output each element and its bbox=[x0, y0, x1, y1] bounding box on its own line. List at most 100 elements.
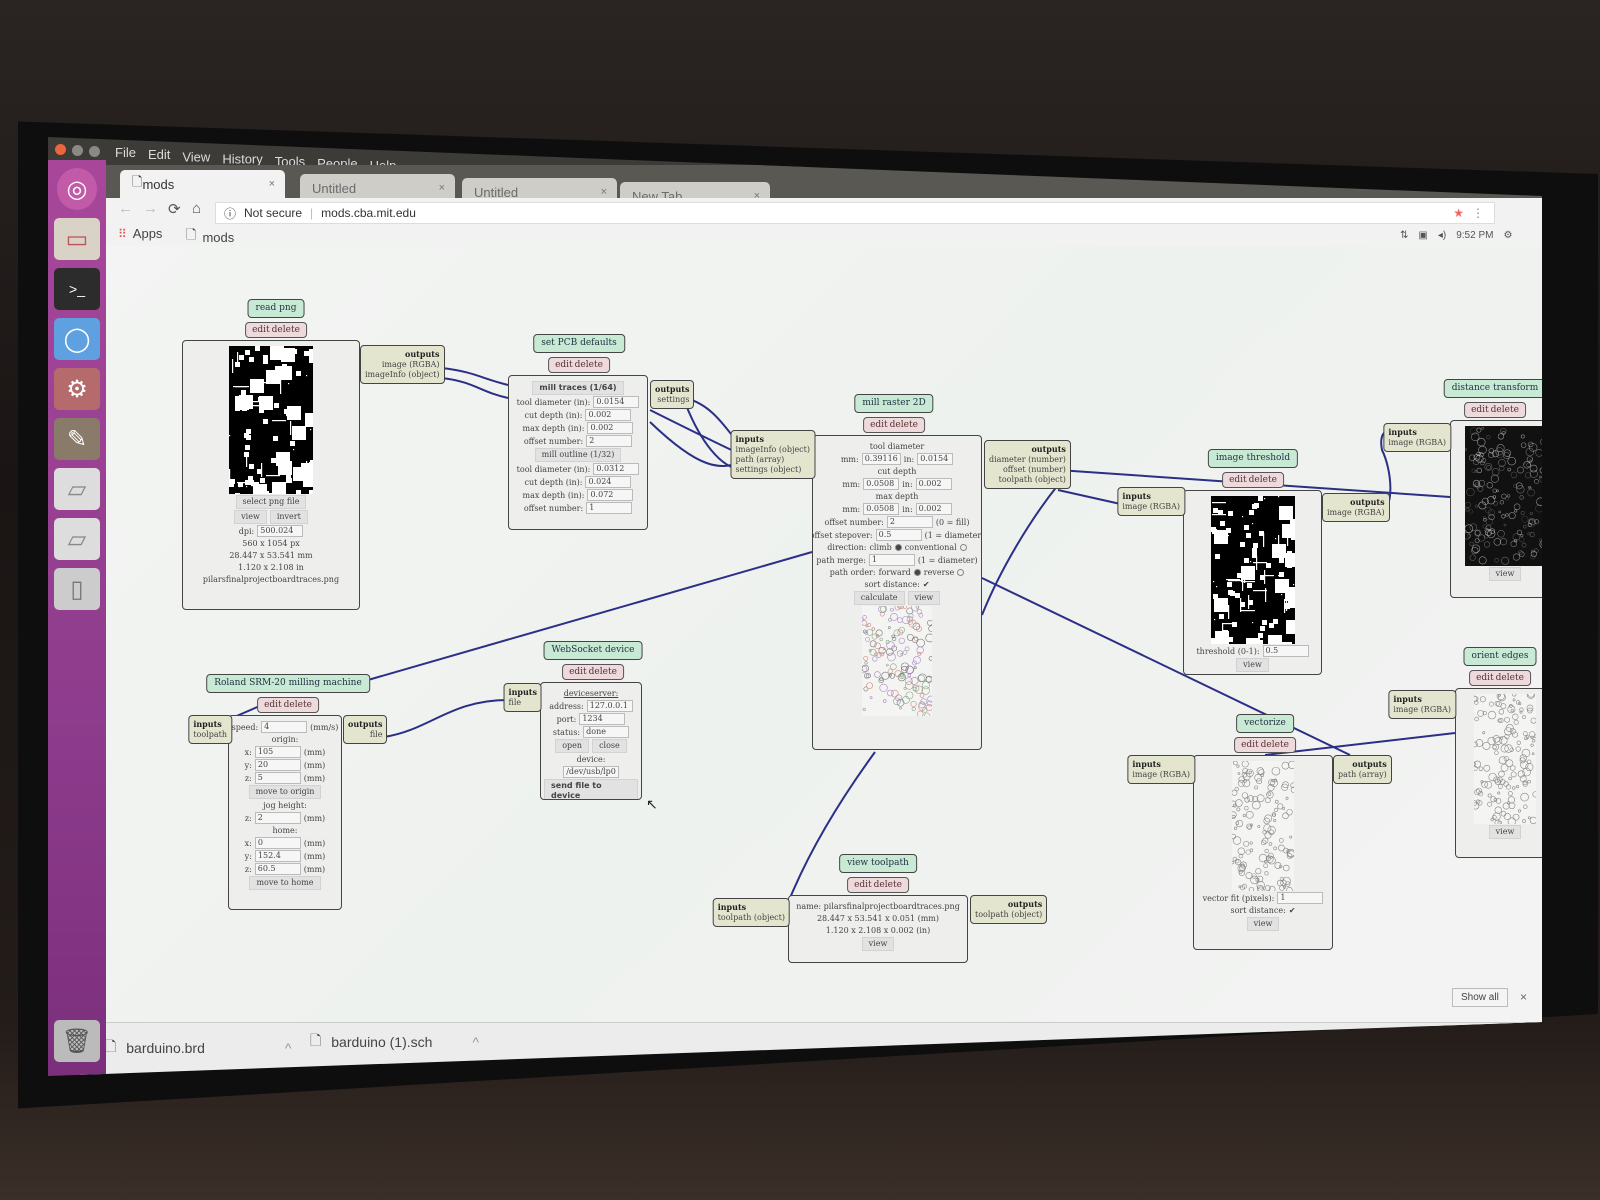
system-settings-icon[interactable]: ⚙ bbox=[54, 368, 100, 410]
module-title[interactable]: read png bbox=[247, 299, 305, 318]
delete-link[interactable]: delete bbox=[889, 420, 918, 430]
chevron-up-icon[interactable]: ^ bbox=[472, 1034, 480, 1050]
edit-link[interactable]: edit bbox=[1241, 740, 1259, 750]
delete-link[interactable]: delete bbox=[283, 700, 312, 710]
delete-link[interactable]: delete bbox=[1260, 740, 1289, 750]
address-bar[interactable]: ⓘ Not secure | mods.cba.mit.edu ★ ⋮ bbox=[215, 202, 1495, 224]
download-item[interactable]: 🗋 barduino.brd ^ bbox=[105, 1036, 291, 1060]
port-name[interactable]: settings (object) bbox=[735, 465, 802, 474]
port-name[interactable]: file bbox=[369, 730, 383, 739]
reload-icon[interactable]: ⟳ bbox=[168, 201, 181, 218]
dpi-input[interactable]: 500.024 bbox=[257, 525, 304, 537]
view-button[interactable]: view bbox=[1488, 567, 1522, 581]
delete-link[interactable]: delete bbox=[873, 880, 902, 890]
address-input[interactable]: 127.0.0.1 bbox=[586, 700, 633, 712]
terminal-icon[interactable]: >_ bbox=[54, 268, 100, 310]
keyboard-icon[interactable]: ▣ bbox=[1418, 230, 1428, 241]
connection-wire[interactable] bbox=[1057, 489, 1126, 506]
settings-gear-icon[interactable]: ⚙ bbox=[1503, 230, 1513, 241]
checkbox[interactable]: ✔ bbox=[1288, 906, 1296, 915]
port-name[interactable]: path (array) bbox=[1338, 770, 1387, 779]
trash-icon[interactable]: 🗑 bbox=[54, 1020, 100, 1062]
chromium-icon[interactable]: ◯ bbox=[54, 318, 100, 360]
threshold-0-1-input[interactable]: 0.5 bbox=[1262, 645, 1309, 657]
port-input[interactable]: 1234 bbox=[579, 713, 626, 725]
edit-link[interactable]: edit bbox=[1471, 405, 1489, 415]
edit-link[interactable]: edit bbox=[264, 700, 282, 710]
port-name[interactable]: toolpath (object) bbox=[975, 910, 1043, 919]
gimp-icon[interactable]: ✎ bbox=[54, 418, 100, 460]
z-input[interactable]: 5 bbox=[254, 772, 301, 784]
cut-depth-in-input[interactable]: 0.002 bbox=[585, 409, 632, 421]
port-name[interactable]: image (RGBA) bbox=[1393, 705, 1451, 714]
tab-mods[interactable]: 🗋 mods× bbox=[120, 170, 285, 198]
in-input[interactable]: 0.0154 bbox=[917, 453, 954, 465]
open-button[interactable]: open bbox=[555, 739, 590, 753]
y-input[interactable]: 152.4 bbox=[254, 850, 301, 862]
port-name[interactable]: imageInfo (object) bbox=[365, 370, 440, 379]
clock[interactable]: 9:52 PM bbox=[1456, 230, 1494, 241]
mill-traces-1-64-button[interactable]: mill traces (1/64) bbox=[532, 381, 624, 395]
module-title[interactable]: image threshold bbox=[1207, 449, 1299, 468]
module-title[interactable]: view toolpath bbox=[839, 854, 917, 873]
z-input[interactable]: 2 bbox=[254, 812, 301, 824]
delete-link[interactable]: delete bbox=[271, 325, 300, 335]
tab-close-icon[interactable]: × bbox=[753, 190, 760, 202]
offset-number-input[interactable]: 2 bbox=[586, 435, 633, 447]
delete-link[interactable]: delete bbox=[1495, 673, 1524, 683]
delete-link[interactable]: delete bbox=[574, 360, 603, 370]
menu-item-history[interactable]: History bbox=[222, 151, 263, 167]
menu-item-view[interactable]: View bbox=[182, 149, 211, 165]
port-name[interactable]: toolpath (object) bbox=[717, 913, 785, 922]
port-name[interactable]: image (RGBA) bbox=[1132, 770, 1190, 779]
window-maximize-button[interactable] bbox=[89, 146, 100, 157]
tool-diameter-in-input[interactable]: 0.0312 bbox=[593, 463, 640, 475]
port-name[interactable]: image (RGBA) bbox=[1327, 508, 1385, 517]
status-input[interactable]: done bbox=[583, 726, 630, 738]
x-input[interactable]: 0 bbox=[254, 837, 301, 849]
edit-link[interactable]: edit bbox=[1229, 475, 1247, 485]
close-downloads-icon[interactable]: × bbox=[1520, 990, 1528, 1004]
delete-link[interactable]: delete bbox=[588, 667, 617, 677]
delete-link[interactable]: delete bbox=[1248, 475, 1277, 485]
radio-button[interactable] bbox=[957, 569, 965, 576]
module-title[interactable]: distance transform bbox=[1443, 379, 1542, 398]
download-item[interactable]: 🗋 barduino (1).sch ^ bbox=[310, 1030, 479, 1054]
ubuntu-dash-icon[interactable]: ◎ bbox=[57, 168, 97, 210]
window-minimize-button[interactable] bbox=[72, 145, 83, 156]
port-name[interactable]: toolpath (object) bbox=[998, 475, 1066, 484]
module-title[interactable]: set PCB defaults bbox=[533, 334, 625, 353]
send-file-to-device-button[interactable]: send file to device bbox=[544, 779, 638, 799]
files-icon[interactable]: ▭ bbox=[54, 218, 100, 260]
mill-outline-1-32-button[interactable]: mill outline (1/32) bbox=[534, 448, 622, 462]
vector-fit-pixels-input[interactable]: 1 bbox=[1277, 892, 1324, 904]
drive-icon[interactable]: ▱ bbox=[54, 468, 100, 510]
network-icon[interactable]: ⇅ bbox=[1400, 230, 1409, 241]
view-button[interactable]: view bbox=[234, 510, 267, 524]
connection-wire[interactable] bbox=[441, 377, 509, 399]
tab-close-icon[interactable]: × bbox=[600, 186, 607, 198]
mm-input[interactable]: 0.0508 bbox=[863, 478, 900, 490]
view-button[interactable]: view bbox=[1236, 658, 1269, 672]
port-name[interactable]: image (RGBA) bbox=[381, 360, 440, 369]
view-button[interactable]: view bbox=[1246, 917, 1280, 931]
connection-wire[interactable] bbox=[367, 551, 813, 681]
port-name[interactable]: path (array) bbox=[735, 455, 785, 464]
edit-link[interactable]: edit bbox=[854, 880, 872, 890]
view-button[interactable]: view bbox=[1488, 825, 1522, 839]
y-input[interactable]: 20 bbox=[254, 759, 301, 771]
port-name[interactable]: image (RGBA) bbox=[1122, 502, 1180, 511]
show-all-button[interactable]: Show all bbox=[1452, 988, 1508, 1007]
max-depth-in-input[interactable]: 0.002 bbox=[587, 422, 634, 434]
tool-diameter-in-input[interactable]: 0.0154 bbox=[593, 396, 640, 408]
